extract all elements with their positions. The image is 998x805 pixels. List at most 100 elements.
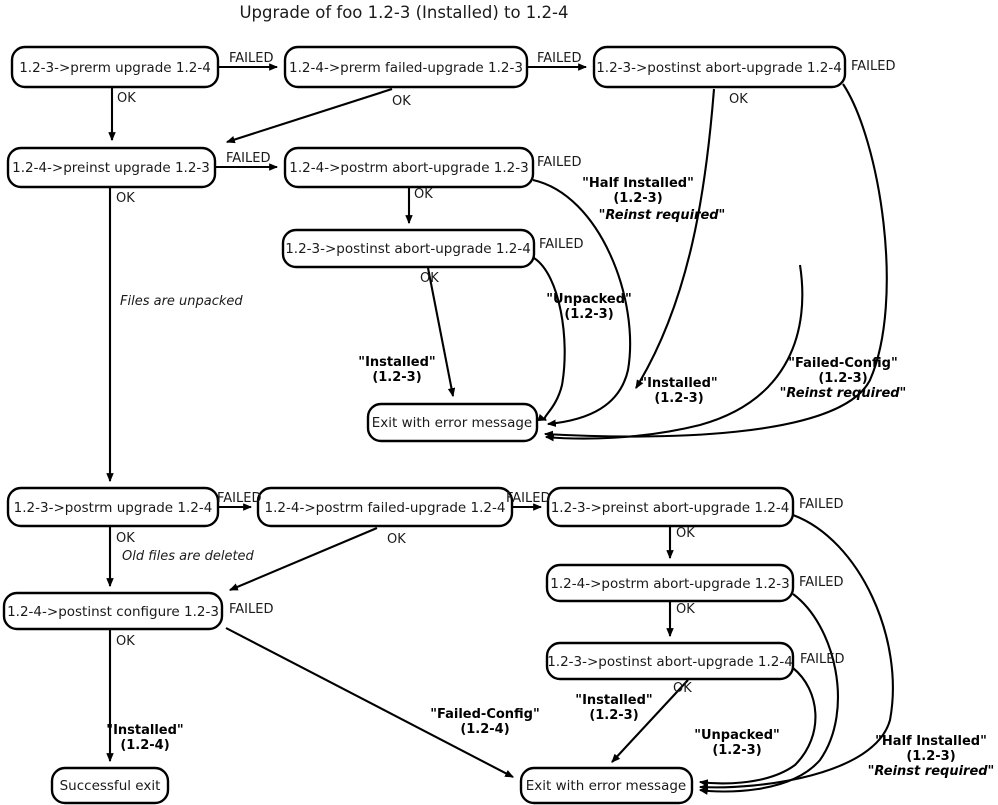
state-unpacked-ver: (1.2-3): [712, 743, 761, 758]
node-label: 1.2-4->preinst upgrade 1.2-3: [12, 160, 210, 176]
edge-label-ok: OK: [117, 91, 136, 106]
edge-label-ok: OK: [414, 187, 433, 202]
edge-label-failed: FAILED: [506, 491, 550, 506]
state-failed-config-ver: (1.2-4): [460, 722, 509, 737]
node-successful-exit[interactable]: Successful exit: [50, 766, 170, 805]
node-label: 1.2-4->prerm failed-upgrade 1.2-3: [289, 60, 523, 76]
edge-label-failed: FAILED: [226, 151, 270, 166]
node-shape: [592, 45, 847, 89]
state-half-installed-ver: (1.2-3): [613, 191, 662, 206]
edge-label-failed: FAILED: [217, 491, 261, 506]
node-label: 1.2-4->postrm abort-upgrade 1.2-3: [550, 576, 789, 592]
node-label: 1.2-4->postinst configure 1.2-3: [7, 604, 219, 620]
state-reinst-required: "Reinst required": [780, 386, 907, 401]
state-unpacked-name: "Unpacked": [546, 292, 632, 307]
edge-installed-curve-exit: [544, 264, 804, 442]
node-preinst-abort-upgrade[interactable]: 1.2-3->preinst abort-upgrade 1.2-4: [546, 486, 795, 528]
node-postrm-abort-upgrade-mid[interactable]: 1.2-4->postrm abort-upgrade 1.2-3: [283, 146, 535, 189]
edge-postrmfailed-postinstconfigure-ok: [228, 527, 378, 591]
node-postinst-abort-upgrade-mid[interactable]: 1.2-3->postinst abort-upgrade 1.2-4: [281, 228, 536, 269]
state-installed-ver: (1.2-3): [654, 391, 703, 406]
edge-label-ok: OK: [676, 602, 695, 617]
edge-postinsttop-exit-ok: [635, 88, 716, 389]
node-exit-error-top[interactable]: Exit with error message: [366, 402, 539, 443]
state-reinst-required: "Reinst required": [868, 764, 995, 779]
edge-label-ok: OK: [392, 94, 411, 109]
state-reinst-required: "Reinst required": [599, 208, 726, 223]
state-half-installed-name: "Half Installed": [582, 176, 694, 191]
state-installed-ver: (1.2-4): [120, 738, 169, 753]
edge-label-failed: FAILED: [539, 237, 583, 252]
note-old-files-deleted: Old files are deleted: [122, 549, 255, 564]
edge-label-failed: FAILED: [851, 59, 895, 74]
node-label: Exit with error message: [526, 778, 686, 794]
node-prerm-upgrade[interactable]: 1.2-3->prerm upgrade 1.2-4: [10, 45, 220, 89]
node-label: 1.2-3->postinst abort-upgrade 1.2-4: [547, 654, 793, 670]
state-failed-config-ver: (1.2-3): [818, 371, 867, 386]
edge-label-failed: FAILED: [229, 602, 273, 617]
node-label: 1.2-3->postrm upgrade 1.2-4: [14, 500, 213, 516]
node-shape: [2, 591, 224, 631]
node-label: 1.2-3->postinst abort-upgrade 1.2-4: [596, 60, 842, 76]
node-postinst-abort-upgrade-bot[interactable]: 1.2-3->postinst abort-upgrade 1.2-4: [545, 641, 795, 681]
edge-postinstconfigure-exit-failed: [225, 627, 514, 778]
edge-preinstabort-exit-failed: [698, 514, 894, 792]
edge-postinstabortbot-exit-failed: [698, 667, 817, 787]
node-postinst-abort-upgrade-top[interactable]: 1.2-3->postinst abort-upgrade 1.2-4: [592, 45, 847, 89]
node-shape: [281, 228, 536, 269]
edge-prermfailed-preinst-ok: [225, 88, 393, 144]
node-label: 1.2-4->postrm abort-upgrade 1.2-3: [289, 160, 528, 176]
state-half-installed-ver: (1.2-3): [906, 749, 955, 764]
note-files-unpacked: Files are unpacked: [120, 294, 243, 309]
node-postrm-abort-upgrade-bot[interactable]: 1.2-4->postrm abort-upgrade 1.2-3: [545, 563, 795, 603]
edge-label-failed: FAILED: [799, 575, 843, 590]
state-installed-ver: (1.2-3): [372, 370, 421, 385]
edge-label-failed: FAILED: [537, 51, 581, 66]
edge-label-failed: FAILED: [799, 497, 843, 512]
state-half-installed-name: "Half Installed": [875, 734, 987, 749]
node-label: 1.2-3->postinst abort-upgrade 1.2-4: [285, 241, 531, 257]
edge-label-ok: OK: [420, 271, 439, 286]
page-title: Upgrade of foo 1.2-3 (Installed) to 1.2-…: [239, 3, 568, 22]
edge-label-ok: OK: [673, 681, 692, 696]
node-label: Successful exit: [60, 778, 161, 794]
edge-postinstabortbot-exit-ok: [611, 679, 689, 763]
state-installed-ver: (1.2-3): [589, 708, 638, 723]
edge-label-failed: FAILED: [800, 652, 844, 667]
node-label: 1.2-3->prerm upgrade 1.2-4: [19, 60, 211, 76]
edge-postinstmid-exit-failed: [533, 257, 566, 422]
node-shape: [50, 766, 170, 805]
node-postrm-failed-upgrade[interactable]: 1.2-4->postrm failed-upgrade 1.2-4: [256, 486, 514, 528]
state-installed-name: "Installed": [575, 693, 652, 708]
node-shape: [519, 766, 694, 805]
state-installed-name: "Installed": [106, 723, 183, 738]
node-exit-error-bottom[interactable]: Exit with error message: [519, 766, 694, 805]
edge-label-ok: OK: [116, 191, 135, 206]
edge-label-failed: FAILED: [229, 51, 273, 66]
edge-label-failed: FAILED: [537, 155, 581, 170]
state-installed-name: "Installed": [358, 355, 435, 370]
node-shape: [545, 641, 795, 681]
node-label: 1.2-3->preinst abort-upgrade 1.2-4: [551, 500, 790, 516]
edge-postrmabortbot-exit-failed: [698, 593, 839, 795]
node-preinst-upgrade[interactable]: 1.2-4->preinst upgrade 1.2-3: [6, 146, 217, 189]
edge-label-ok: OK: [387, 532, 406, 547]
node-label: 1.2-4->postrm failed-upgrade 1.2-4: [265, 500, 506, 516]
edge-label-ok: OK: [729, 92, 748, 107]
state-installed-name: "Installed": [640, 376, 717, 391]
edge-label-ok: OK: [116, 634, 135, 649]
node-postrm-upgrade[interactable]: 1.2-3->postrm upgrade 1.2-4: [6, 486, 220, 528]
state-unpacked-ver: (1.2-3): [564, 307, 613, 322]
edge-postrmabortmid-exit-failed: [532, 178, 632, 427]
edge-label-ok: OK: [676, 526, 695, 541]
edge-label-ok: OK: [116, 531, 135, 546]
state-unpacked-name: "Unpacked": [694, 728, 780, 743]
edge-postinsttop-exit-failed: [543, 83, 888, 439]
node-postinst-configure[interactable]: 1.2-4->postinst configure 1.2-3: [2, 591, 224, 631]
node-shape: [366, 402, 539, 443]
node-label: Exit with error message: [372, 415, 532, 431]
node-prerm-failed-upgrade[interactable]: 1.2-4->prerm failed-upgrade 1.2-3: [283, 45, 529, 89]
state-failed-config-name: "Failed-Config": [788, 356, 898, 371]
